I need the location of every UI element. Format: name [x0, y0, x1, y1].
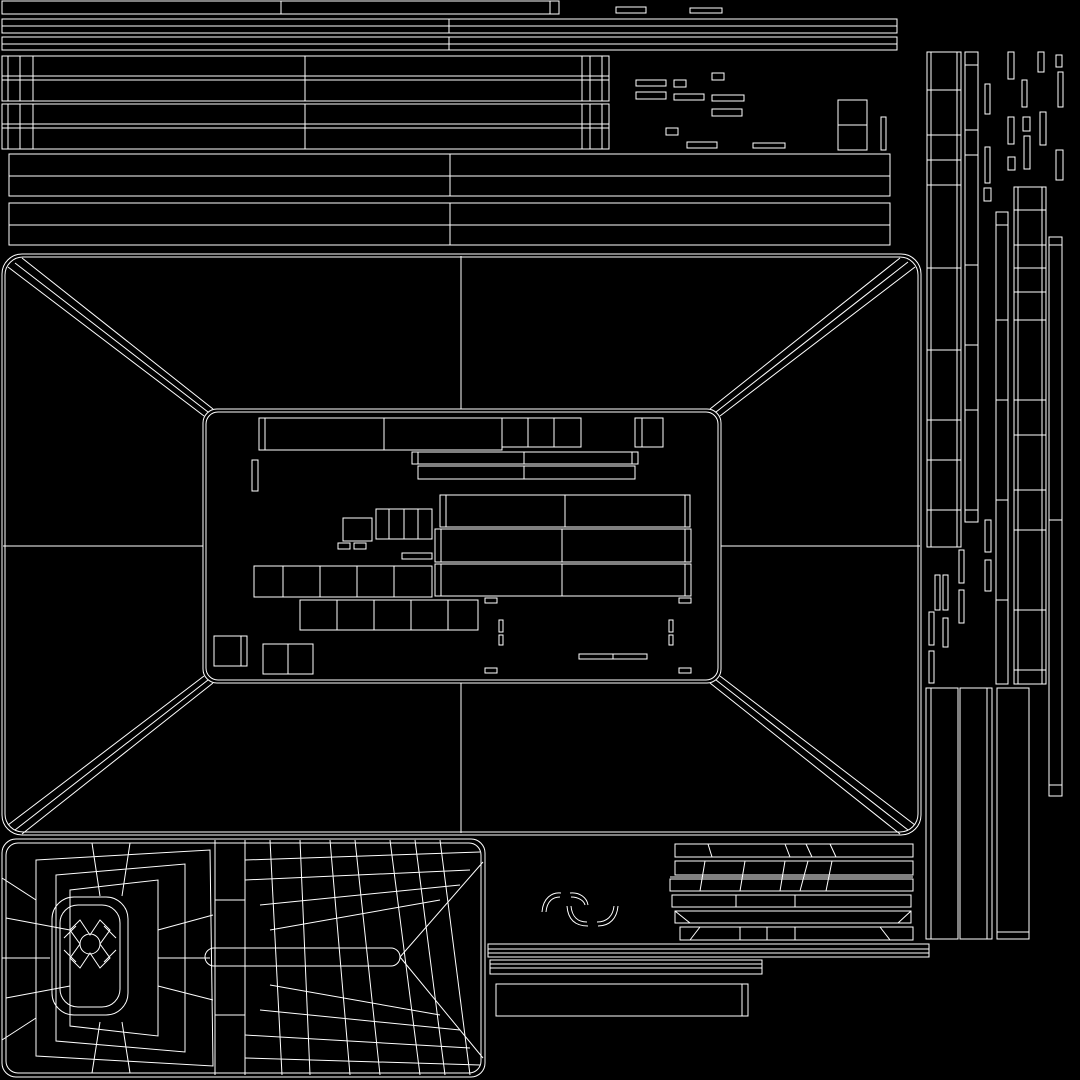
small-vertical-slivers — [929, 52, 1063, 683]
small-parts-cluster — [636, 73, 886, 150]
inner-components — [214, 418, 691, 674]
bottom-strips — [488, 844, 929, 1016]
right-vertical-strips — [926, 52, 1062, 939]
stand-base — [2, 839, 485, 1077]
panel-block-c — [9, 154, 890, 245]
top-thin-strips — [2, 1, 897, 50]
hinge-curves — [542, 893, 618, 926]
panel-block-b — [2, 104, 609, 149]
main-panel — [2, 254, 921, 835]
panel-block-a — [2, 56, 609, 101]
